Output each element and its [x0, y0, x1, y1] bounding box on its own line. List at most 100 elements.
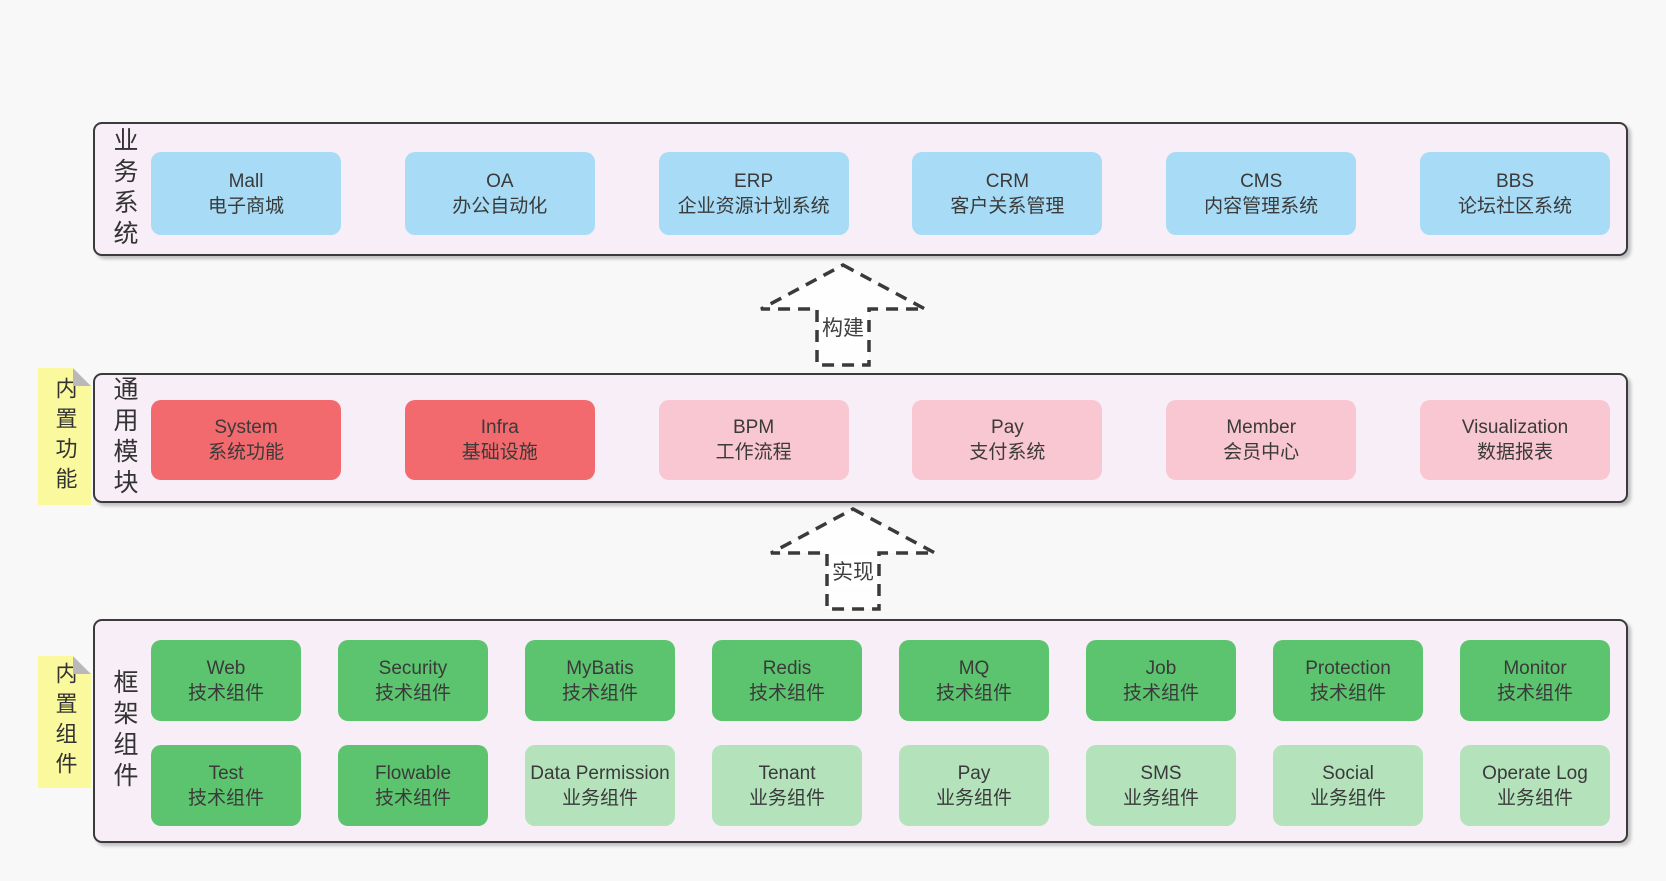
box-visualization: Visualization 数据报表 [1419, 400, 1610, 480]
box-tenant: Tenant 业务组件 [712, 745, 862, 826]
sticky-note-text: 内置组件 [52, 662, 78, 782]
box-name: Tenant [758, 762, 816, 784]
box-desc: 技术组件 [374, 787, 451, 809]
box-protection: Protection 技术组件 [1273, 640, 1423, 721]
box-name: BPM [733, 417, 775, 438]
box-desc: 业务组件 [935, 787, 1012, 809]
box-name: System [214, 417, 278, 438]
box-erp: ERP 企业资源计划系统 [658, 152, 849, 235]
box-desc: 办公自动化 [452, 195, 548, 217]
box-member: Member 会员中心 [1166, 400, 1357, 480]
box-name: CMS [1240, 170, 1283, 192]
box-name: CRM [985, 170, 1030, 192]
box-bbs: BBS 论坛社区系统 [1419, 152, 1610, 235]
box-desc: 技术组件 [748, 682, 825, 704]
box-desc: 技术组件 [187, 682, 264, 704]
box-desc: 内容管理系统 [1204, 195, 1319, 217]
box-name: Security [378, 657, 448, 679]
box-mybatis: MyBatis 技术组件 [525, 640, 675, 721]
box-social: Social 业务组件 [1273, 745, 1423, 826]
box-desc: 电子商城 [207, 195, 284, 217]
box-operate-log: Operate Log 业务组件 [1460, 745, 1610, 826]
box-name: BBS [1495, 170, 1534, 192]
box-mall: Mall 电子商城 [151, 152, 341, 235]
box-name: ERP [734, 170, 774, 192]
box-name: Protection [1305, 657, 1391, 679]
box-desc: 数据报表 [1476, 442, 1553, 463]
box-crm: CRM 客户关系管理 [912, 152, 1103, 235]
box-desc: 技术组件 [935, 682, 1012, 704]
arrow-implement: 实现 [767, 506, 939, 612]
box-name: Test [208, 762, 244, 784]
box-name: Pay [957, 762, 991, 784]
box-cms: CMS 内容管理系统 [1166, 152, 1357, 235]
sticky-note-text: 内置功能 [52, 376, 78, 497]
box-sms: SMS 业务组件 [1086, 745, 1236, 826]
band-side-label: 业务系统 [110, 127, 138, 251]
box-name: MQ [958, 657, 990, 679]
sticky-note-common-modules: 内置功能 [38, 368, 91, 505]
box-name: MyBatis [566, 657, 634, 679]
band-side-label: 框架组件 [110, 669, 138, 793]
box-desc: 系统功能 [207, 442, 284, 463]
box-name: Member [1226, 417, 1297, 438]
box-pay: Pay 支付系统 [912, 400, 1103, 480]
box-name: Mall [228, 170, 264, 192]
box-desc: 企业资源计划系统 [677, 195, 830, 217]
box-desc: 技术组件 [187, 787, 264, 809]
box-desc: 技术组件 [374, 682, 451, 704]
box-name: Operate Log [1482, 762, 1588, 784]
box-name: Pay [991, 417, 1024, 438]
box-test: Test 技术组件 [151, 745, 301, 826]
box-job: Job 技术组件 [1086, 640, 1236, 721]
box-desc: 技术组件 [1309, 682, 1386, 704]
arrow-implement-label: 实现 [829, 556, 877, 586]
arrow-build-label: 构建 [819, 312, 867, 342]
box-desc: 会员中心 [1223, 442, 1300, 463]
box-desc: 技术组件 [1496, 682, 1573, 704]
box-data-permission: Data Permission 业务组件 [525, 745, 675, 826]
band-row: Mall 电子商城 OA 办公自动化 ERP 企业资源计划系统 CRM 客户关系… [151, 152, 1610, 235]
band-business-systems: 业务系统 Mall 电子商城 OA 办公自动化 ERP 企业资源计划系统 CRM… [93, 122, 1628, 256]
box-oa: OA 办公自动化 [404, 152, 595, 235]
box-name: Job [1145, 657, 1177, 679]
box-name: Monitor [1503, 657, 1567, 679]
box-desc: 业务组件 [1309, 787, 1386, 809]
band-row: System 系统功能 Infra 基础设施 BPM 工作流程 Pay 支付系统… [151, 400, 1610, 480]
box-mq: MQ 技术组件 [899, 640, 1049, 721]
band-row: Test 技术组件 Flowable 技术组件 Data Permission … [151, 745, 1610, 826]
box-security: Security 技术组件 [338, 640, 488, 721]
box-name: OA [486, 170, 514, 192]
band-framework-components: 框架组件 Web 技术组件 Security 技术组件 MyBatis 技术组件… [93, 619, 1628, 843]
box-desc: 业务组件 [561, 787, 638, 809]
box-name: Flowable [374, 762, 452, 784]
box-name: Social [1322, 762, 1374, 784]
box-name: SMS [1140, 762, 1182, 784]
box-name: Data Permission [530, 762, 670, 784]
box-desc: 工作流程 [715, 442, 792, 463]
box-name: Redis [762, 657, 812, 679]
box-desc: 客户关系管理 [950, 195, 1065, 217]
box-desc: 技术组件 [1122, 682, 1199, 704]
arrow-build: 构建 [757, 262, 929, 368]
band-row: Web 技术组件 Security 技术组件 MyBatis 技术组件 Redi… [151, 640, 1610, 721]
box-monitor: Monitor 技术组件 [1460, 640, 1610, 721]
box-infra: Infra 基础设施 [404, 400, 595, 480]
box-name: Infra [480, 417, 519, 438]
box-desc: 基础设施 [461, 442, 538, 463]
box-desc: 支付系统 [969, 442, 1046, 463]
box-flowable: Flowable 技术组件 [338, 745, 488, 826]
box-redis: Redis 技术组件 [712, 640, 862, 721]
box-desc: 业务组件 [1122, 787, 1199, 809]
band-side-label: 通用模块 [110, 376, 138, 500]
box-web: Web 技术组件 [151, 640, 301, 721]
box-system: System 系统功能 [151, 400, 341, 480]
box-name: Web [206, 657, 246, 679]
box-desc: 业务组件 [1496, 787, 1573, 809]
band-common-modules: 通用模块 System 系统功能 Infra 基础设施 BPM 工作流程 Pay… [93, 373, 1628, 503]
box-desc: 论坛社区系统 [1457, 195, 1572, 217]
box-desc: 技术组件 [561, 682, 638, 704]
box-bpm: BPM 工作流程 [658, 400, 849, 480]
box-name: Visualization [1461, 417, 1569, 438]
